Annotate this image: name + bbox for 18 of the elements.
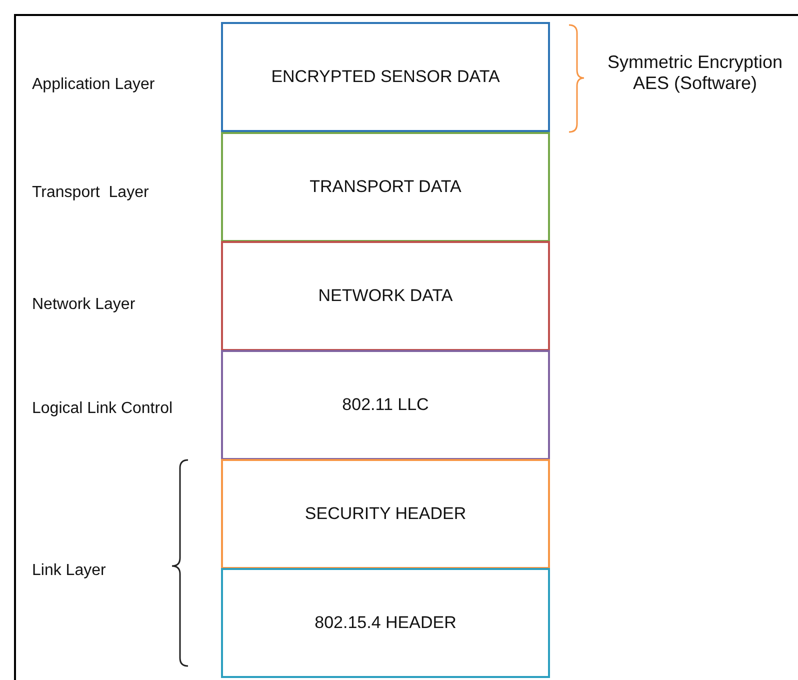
layer-content-text: ENCRYPTED SENSOR DATA	[271, 67, 500, 87]
layer-box	[221, 350, 550, 460]
layer-box	[221, 132, 550, 242]
layer-content-text: SECURITY HEADER	[304, 504, 466, 524]
layer-content-text: TRANSPORT DATA	[310, 177, 462, 197]
layer-name: Application Layer	[32, 76, 155, 94]
layer-content-text: 802.15.4 HEADER	[314, 613, 456, 633]
layer-box	[221, 568, 550, 678]
layer-name: Link Layer	[32, 562, 106, 580]
layer-box	[221, 22, 550, 132]
layer-content-text: NETWORK DATA	[318, 286, 453, 306]
layer-box	[221, 459, 550, 569]
layer-name: Transport Layer	[32, 184, 149, 202]
annotation-text: Symmetric Encryption AES (Software)	[606, 52, 784, 94]
layer-name: Network Layer	[32, 296, 136, 314]
layer-name: Logical Link Control	[32, 400, 173, 418]
layer-content-text: 802.11 LLC	[342, 395, 429, 415]
layer-box	[221, 241, 550, 351]
